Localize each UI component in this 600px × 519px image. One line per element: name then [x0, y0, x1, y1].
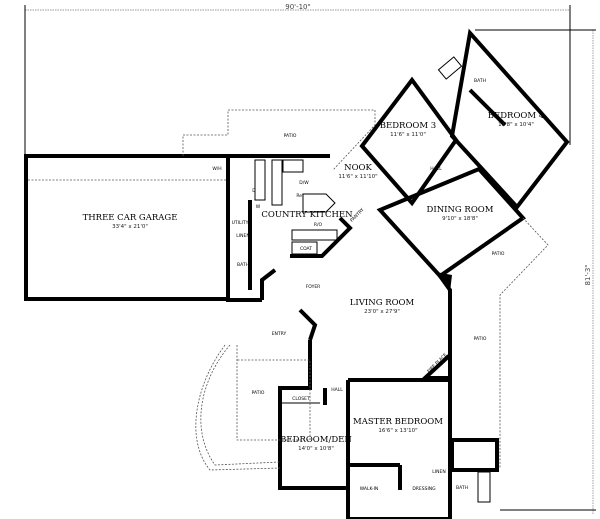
linen-master-label: LINEN	[432, 469, 445, 475]
dw-label: D/W	[299, 180, 309, 186]
fireplace-label: FIRE PLACE	[426, 352, 448, 374]
dimension-lines	[24, 5, 596, 515]
bedroom4-label: BEDROOM 4	[488, 111, 544, 121]
garage-size: 33'4" x 21'0"	[112, 224, 148, 230]
ro-label: R/O	[314, 222, 323, 228]
master-label: MASTER BEDROOM	[353, 417, 443, 427]
hall-upper-label: HALL	[430, 166, 442, 172]
entry-label: ENTRY	[272, 331, 287, 337]
patio-right-upper-label: PATIO	[492, 251, 505, 257]
bedroom3-size: 11'6" x 11'0"	[390, 132, 426, 138]
master-walls	[346, 378, 452, 519]
top-patio-label: PATIO	[284, 133, 297, 139]
bedroom3-label: BEDROOM 3	[380, 121, 436, 131]
bath-master-label: BATH	[456, 485, 468, 491]
nook-size: 11'6" x 11'10"	[338, 174, 377, 180]
den-size: 14'0" x 10'8"	[298, 446, 334, 452]
dining-walls	[376, 166, 526, 279]
living-label: LIVING ROOM	[350, 298, 415, 308]
closet-den-label: CLOSET	[292, 396, 310, 402]
linen-utility-label: LINEN	[236, 233, 249, 239]
water-heater-label: W/H	[212, 166, 221, 172]
depth-dimension: 81'-3"	[584, 264, 592, 285]
living-size: 23'0" x 27'9"	[364, 309, 400, 315]
bath-upper-label: BATH	[474, 78, 486, 84]
master-size: 16'6" x 13'10"	[378, 428, 417, 434]
patio-right-label: PATIO	[474, 336, 487, 342]
foyer-label: FOYER	[306, 284, 321, 290]
bedroom4-walls	[449, 28, 570, 211]
nook-label: NOOK	[344, 163, 372, 173]
hall-lower-label: HALL	[331, 387, 343, 393]
dining-size: 9'10" x 18'8"	[442, 216, 478, 222]
patio-left-label: PATIO	[252, 390, 265, 396]
dressing-label: DRESSING	[412, 486, 436, 492]
bath-lower-label: BATH	[237, 262, 249, 268]
utility-label: UTILITY	[232, 220, 249, 226]
dryer-label: D	[252, 188, 256, 194]
dining-label: DINING ROOM	[427, 205, 494, 215]
top-patio	[182, 109, 376, 171]
den-walls	[278, 340, 348, 490]
bedroom4-size: 11'8" x 10'4"	[498, 122, 534, 128]
coat-label: COAT	[300, 246, 312, 252]
entry-patio	[236, 345, 311, 441]
right-patio	[499, 217, 549, 468]
ref-label: Ref	[296, 193, 304, 199]
width-dimension: 90'-10"	[285, 3, 310, 11]
garage-label: THREE CAR GARAGE	[83, 213, 178, 223]
washer-label: W	[256, 204, 261, 210]
walkin-label: WALK-IN	[360, 486, 379, 492]
kitchen-label: COUNTRY KITCHEN	[261, 210, 353, 220]
den-label: BEDROOM/DEN	[280, 435, 352, 445]
